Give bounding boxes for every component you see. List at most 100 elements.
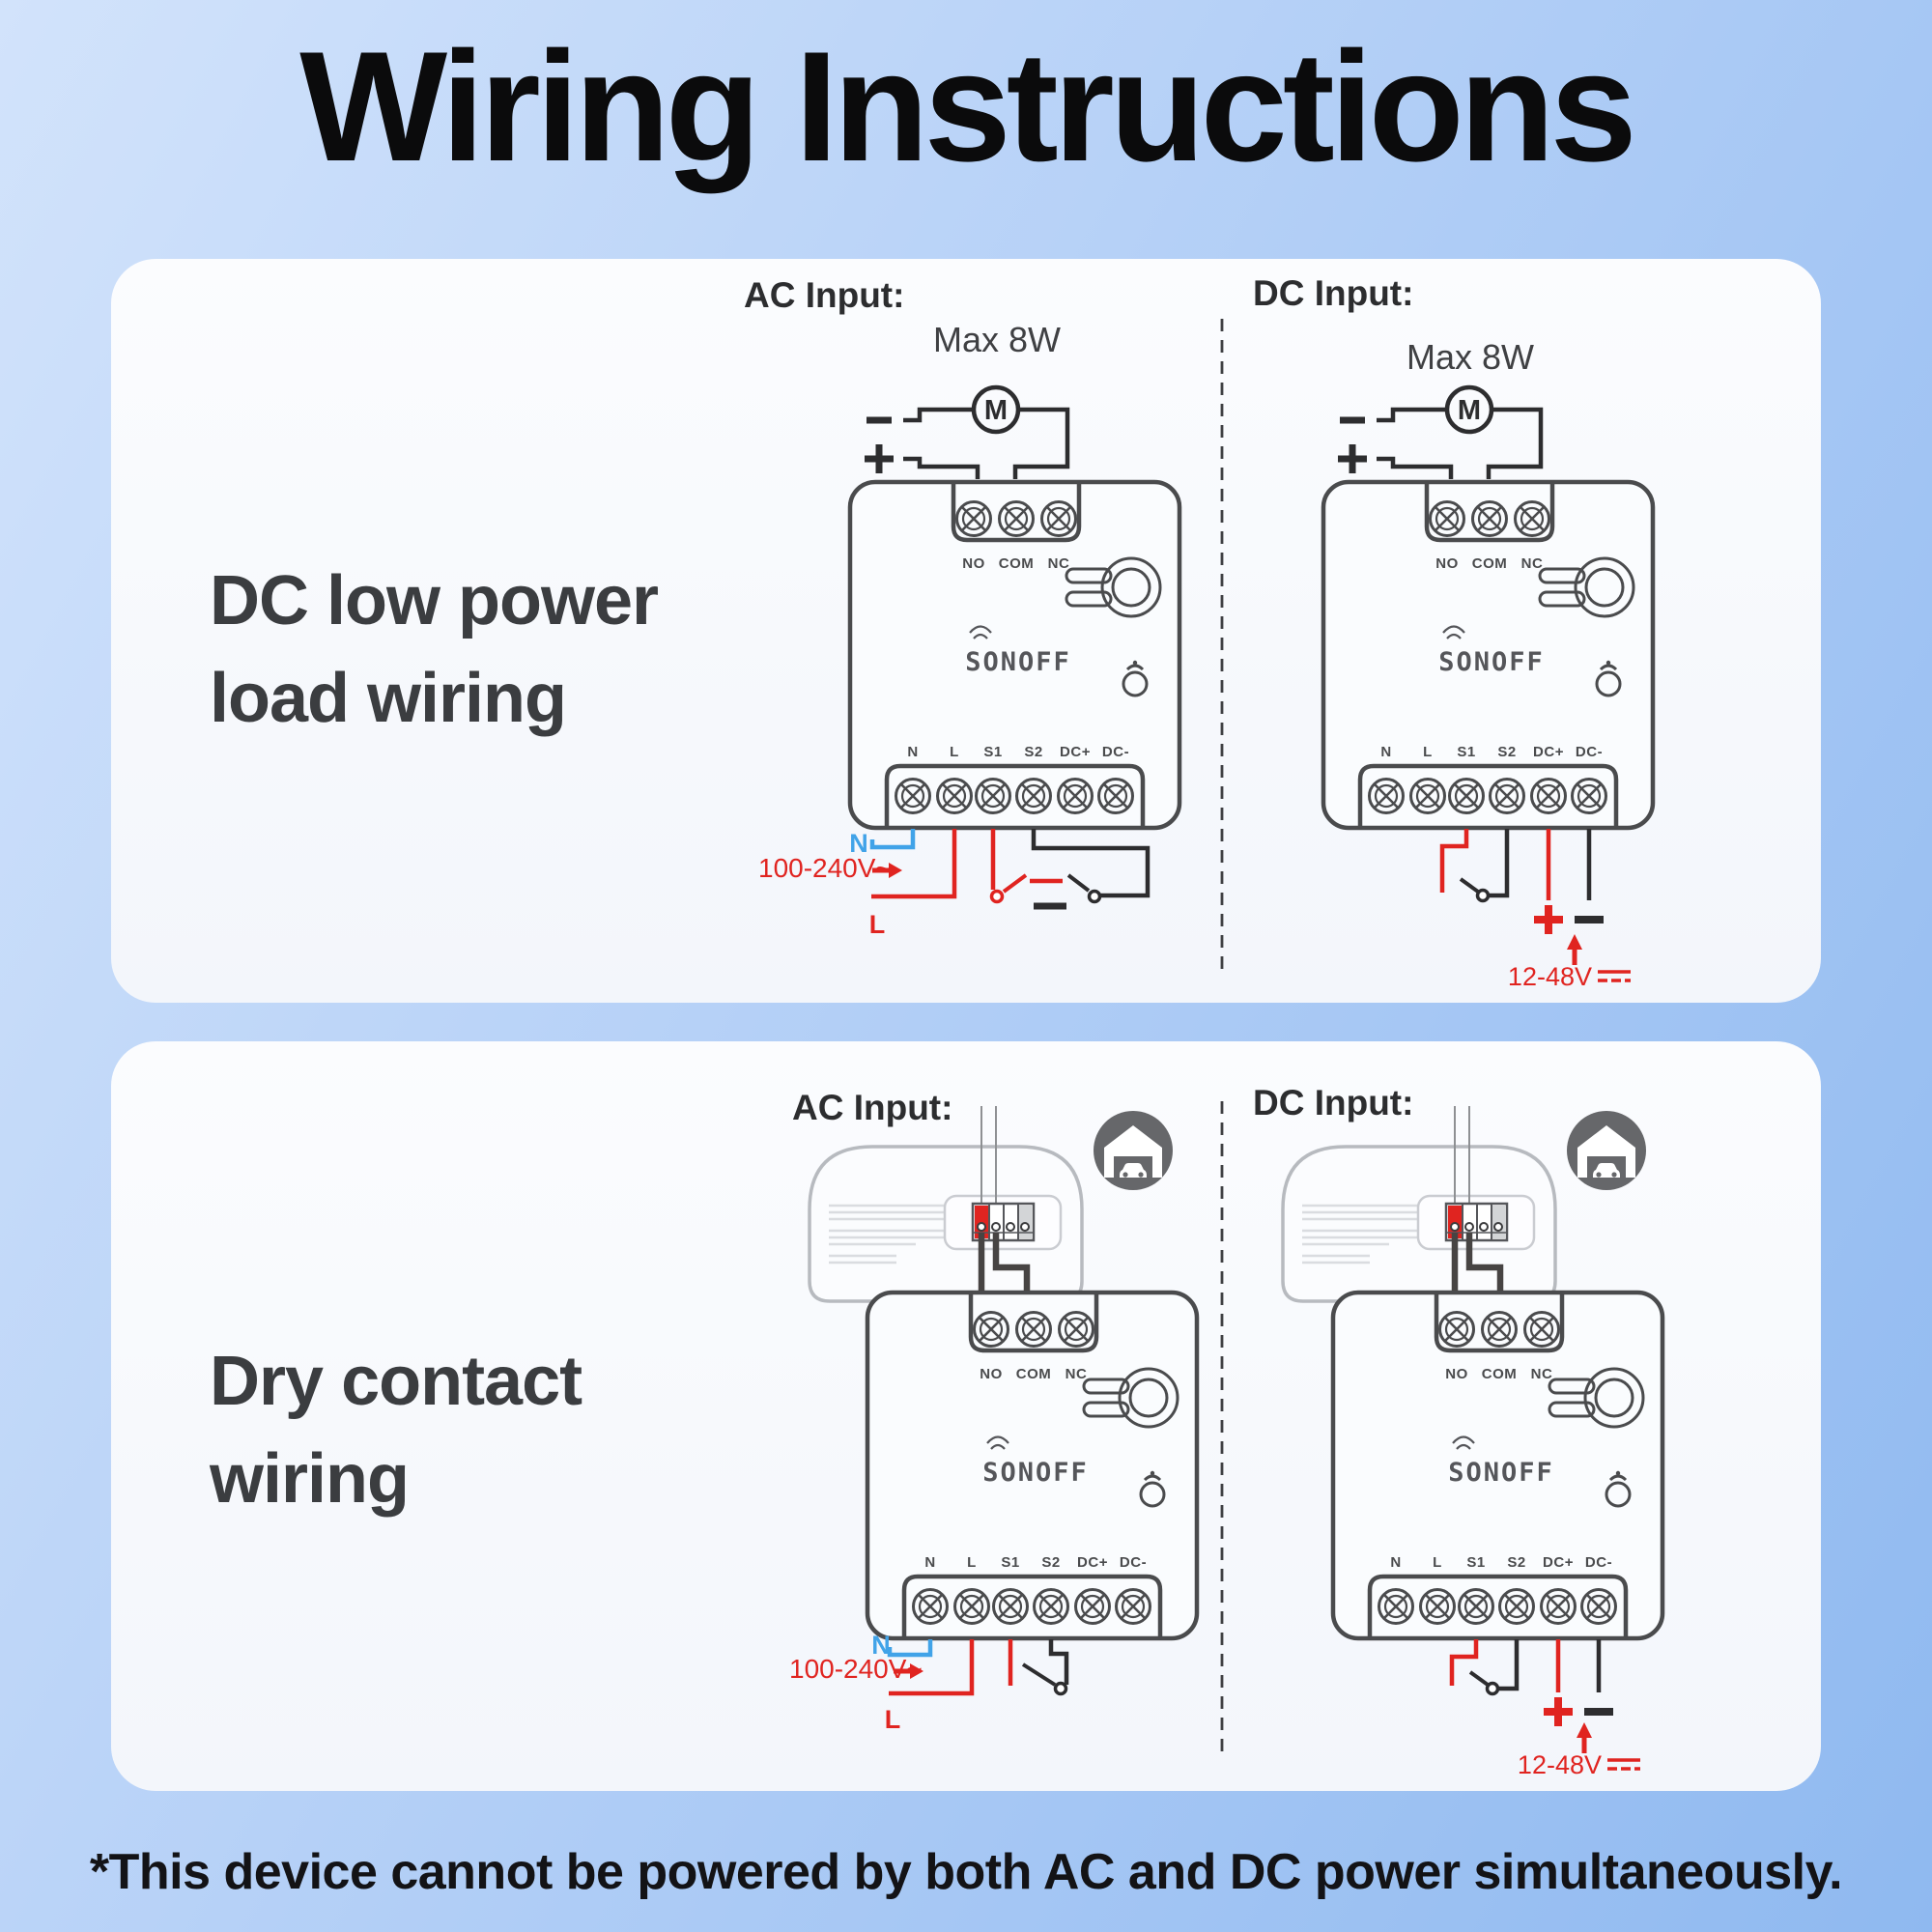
live-label: L bbox=[885, 1705, 901, 1734]
neutral-label: N bbox=[849, 829, 868, 858]
plus-symbol bbox=[1534, 905, 1563, 934]
terminal-label-dcm: DC- bbox=[1585, 1554, 1612, 1571]
wire-neutral bbox=[869, 829, 916, 850]
reset-keyhole-icon bbox=[1082, 1367, 1179, 1429]
sonoff-device: NO COM NC SONOFF bbox=[1330, 1290, 1665, 1641]
motor-icon bbox=[971, 384, 1021, 435]
opener-wire-2 bbox=[992, 1233, 1031, 1291]
garage-door-opener bbox=[808, 1106, 1173, 1303]
wire-s2 bbox=[1498, 1639, 1520, 1691]
dc-input-label: DC Input: bbox=[1253, 1083, 1413, 1122]
neutral-label: N bbox=[871, 1631, 891, 1660]
ac-source-wiring: N 100-240V~ L bbox=[789, 1631, 975, 1734]
arrow-right-icon bbox=[894, 1663, 923, 1679]
terminal-label-no: NO bbox=[1435, 555, 1459, 572]
motor-label: M bbox=[984, 395, 1008, 426]
s1-s2-switch bbox=[989, 829, 1151, 910]
terminal-label-dcm: DC- bbox=[1102, 744, 1129, 760]
terminal-label-s1: S1 bbox=[1001, 1554, 1019, 1571]
wire-s2 bbox=[1489, 829, 1510, 898]
garage-opener-ac bbox=[808, 1106, 1173, 1303]
s1-s2-switch bbox=[1449, 1639, 1520, 1696]
wifi-button-icon bbox=[1605, 1470, 1632, 1508]
dc-source-wiring: 12-48V bbox=[1508, 829, 1631, 991]
wire-live bbox=[871, 829, 957, 899]
terminal-label-no: NO bbox=[962, 555, 985, 572]
terminal-label-com: COM bbox=[1482, 1366, 1518, 1382]
device-bottom-dc: NO COM NC SONOFF bbox=[1330, 1290, 1665, 1641]
wire-s2 bbox=[1048, 1639, 1069, 1685]
svg-text:SONOFF: SONOFF bbox=[1438, 647, 1545, 677]
wire-s1 bbox=[1449, 1639, 1479, 1686]
terminal-label-s1: S1 bbox=[1457, 744, 1475, 760]
page-title: Wiring Instructions bbox=[299, 19, 1637, 194]
terminal-label-n: N bbox=[1380, 744, 1391, 760]
terminal-label-dcp: DC+ bbox=[1077, 1554, 1108, 1571]
terminal-label-s2: S2 bbox=[1041, 1554, 1060, 1571]
reset-keyhole-icon bbox=[1065, 556, 1162, 618]
max-power-label: Max 8W bbox=[933, 320, 1061, 359]
sonoff-device: NO COM NC SONOFF bbox=[847, 479, 1182, 831]
wifi-button-icon bbox=[1595, 660, 1622, 697]
plus-symbol bbox=[1544, 1697, 1573, 1726]
reset-keyhole-icon bbox=[1548, 1367, 1645, 1429]
wire-plus-to-no bbox=[903, 456, 980, 479]
wire-neutral bbox=[887, 1639, 933, 1658]
heading-line: wiring bbox=[210, 1440, 410, 1518]
device-top-dc: NO COM NC SONOFF bbox=[1321, 479, 1656, 831]
sonoff-device: NO COM NC SONOFF bbox=[1321, 479, 1656, 831]
plus-symbol bbox=[1338, 444, 1367, 473]
terminal-label-nc: NC bbox=[1531, 1366, 1553, 1382]
terminal-label-l: L bbox=[950, 744, 959, 760]
live-label: L bbox=[869, 910, 886, 939]
svg-text:SONOFF: SONOFF bbox=[965, 647, 1071, 677]
terminal-label-n: N bbox=[1390, 1554, 1401, 1571]
brand-logo: SONOFF bbox=[965, 625, 1071, 677]
terminal-label-nc: NC bbox=[1048, 555, 1070, 572]
garage-opener-dc bbox=[1281, 1106, 1646, 1303]
diagram-bottom-ac-input: AC Input: bbox=[789, 1088, 1200, 1734]
wire-minus-to-motor bbox=[1377, 407, 1446, 423]
terminal-label-s2: S2 bbox=[1024, 744, 1042, 760]
sonoff-device: NO COM NC SONOFF bbox=[865, 1290, 1200, 1641]
diagram-top-ac-input: AC Input: Max 8W M NO COM NC bbox=[744, 275, 1182, 939]
wire-s1 bbox=[1439, 829, 1469, 893]
terminal-slot-gray bbox=[1492, 1206, 1505, 1238]
wire-motor-to-com bbox=[1486, 407, 1544, 479]
s1-s2-switch bbox=[1439, 829, 1510, 903]
garage-door-opener bbox=[1281, 1106, 1646, 1303]
diagram-bottom-dc-input: DC Input: bbox=[1253, 1083, 1665, 1779]
dc-voltage-symbol bbox=[1607, 1758, 1640, 1771]
terminal-label-no: NO bbox=[980, 1366, 1003, 1382]
terminal-label-dcp: DC+ bbox=[1543, 1554, 1574, 1571]
reset-keyhole-icon bbox=[1538, 556, 1635, 618]
terminal-label-s2: S2 bbox=[1507, 1554, 1525, 1571]
dc-voltage-label: 12-48V bbox=[1508, 962, 1592, 991]
wifi-button-icon bbox=[1139, 1470, 1166, 1508]
terminal-label-com: COM bbox=[999, 555, 1035, 572]
terminal-label-s1: S1 bbox=[983, 744, 1002, 760]
wire-plus-to-no bbox=[1377, 456, 1454, 479]
ac-voltage-label: 100-240V~ bbox=[758, 853, 892, 883]
motor-circuit-dc: M bbox=[1338, 384, 1544, 479]
terminal-label-dcp: DC+ bbox=[1060, 744, 1091, 760]
opener-vents bbox=[829, 1204, 950, 1264]
arrow-up-icon bbox=[1577, 1722, 1592, 1753]
wire-motor-to-com bbox=[1012, 407, 1070, 479]
s1-s2-switch bbox=[1008, 1639, 1069, 1696]
plus-symbol bbox=[865, 444, 894, 473]
motor-icon bbox=[1444, 384, 1494, 435]
dc-input-label: DC Input: bbox=[1253, 273, 1413, 313]
wire-s2 bbox=[1031, 829, 1151, 898]
terminal-label-l: L bbox=[1433, 1554, 1442, 1571]
heading-line: DC low power bbox=[210, 562, 659, 639]
wifi-button-icon bbox=[1122, 660, 1149, 697]
terminal-label-nc: NC bbox=[1521, 555, 1544, 572]
terminal-label-n: N bbox=[907, 744, 918, 760]
terminal-label-n: N bbox=[924, 1554, 935, 1571]
arrow-up-icon bbox=[1567, 934, 1582, 965]
ac-input-label: AC Input: bbox=[792, 1088, 952, 1127]
terminal-label-com: COM bbox=[1472, 555, 1508, 572]
